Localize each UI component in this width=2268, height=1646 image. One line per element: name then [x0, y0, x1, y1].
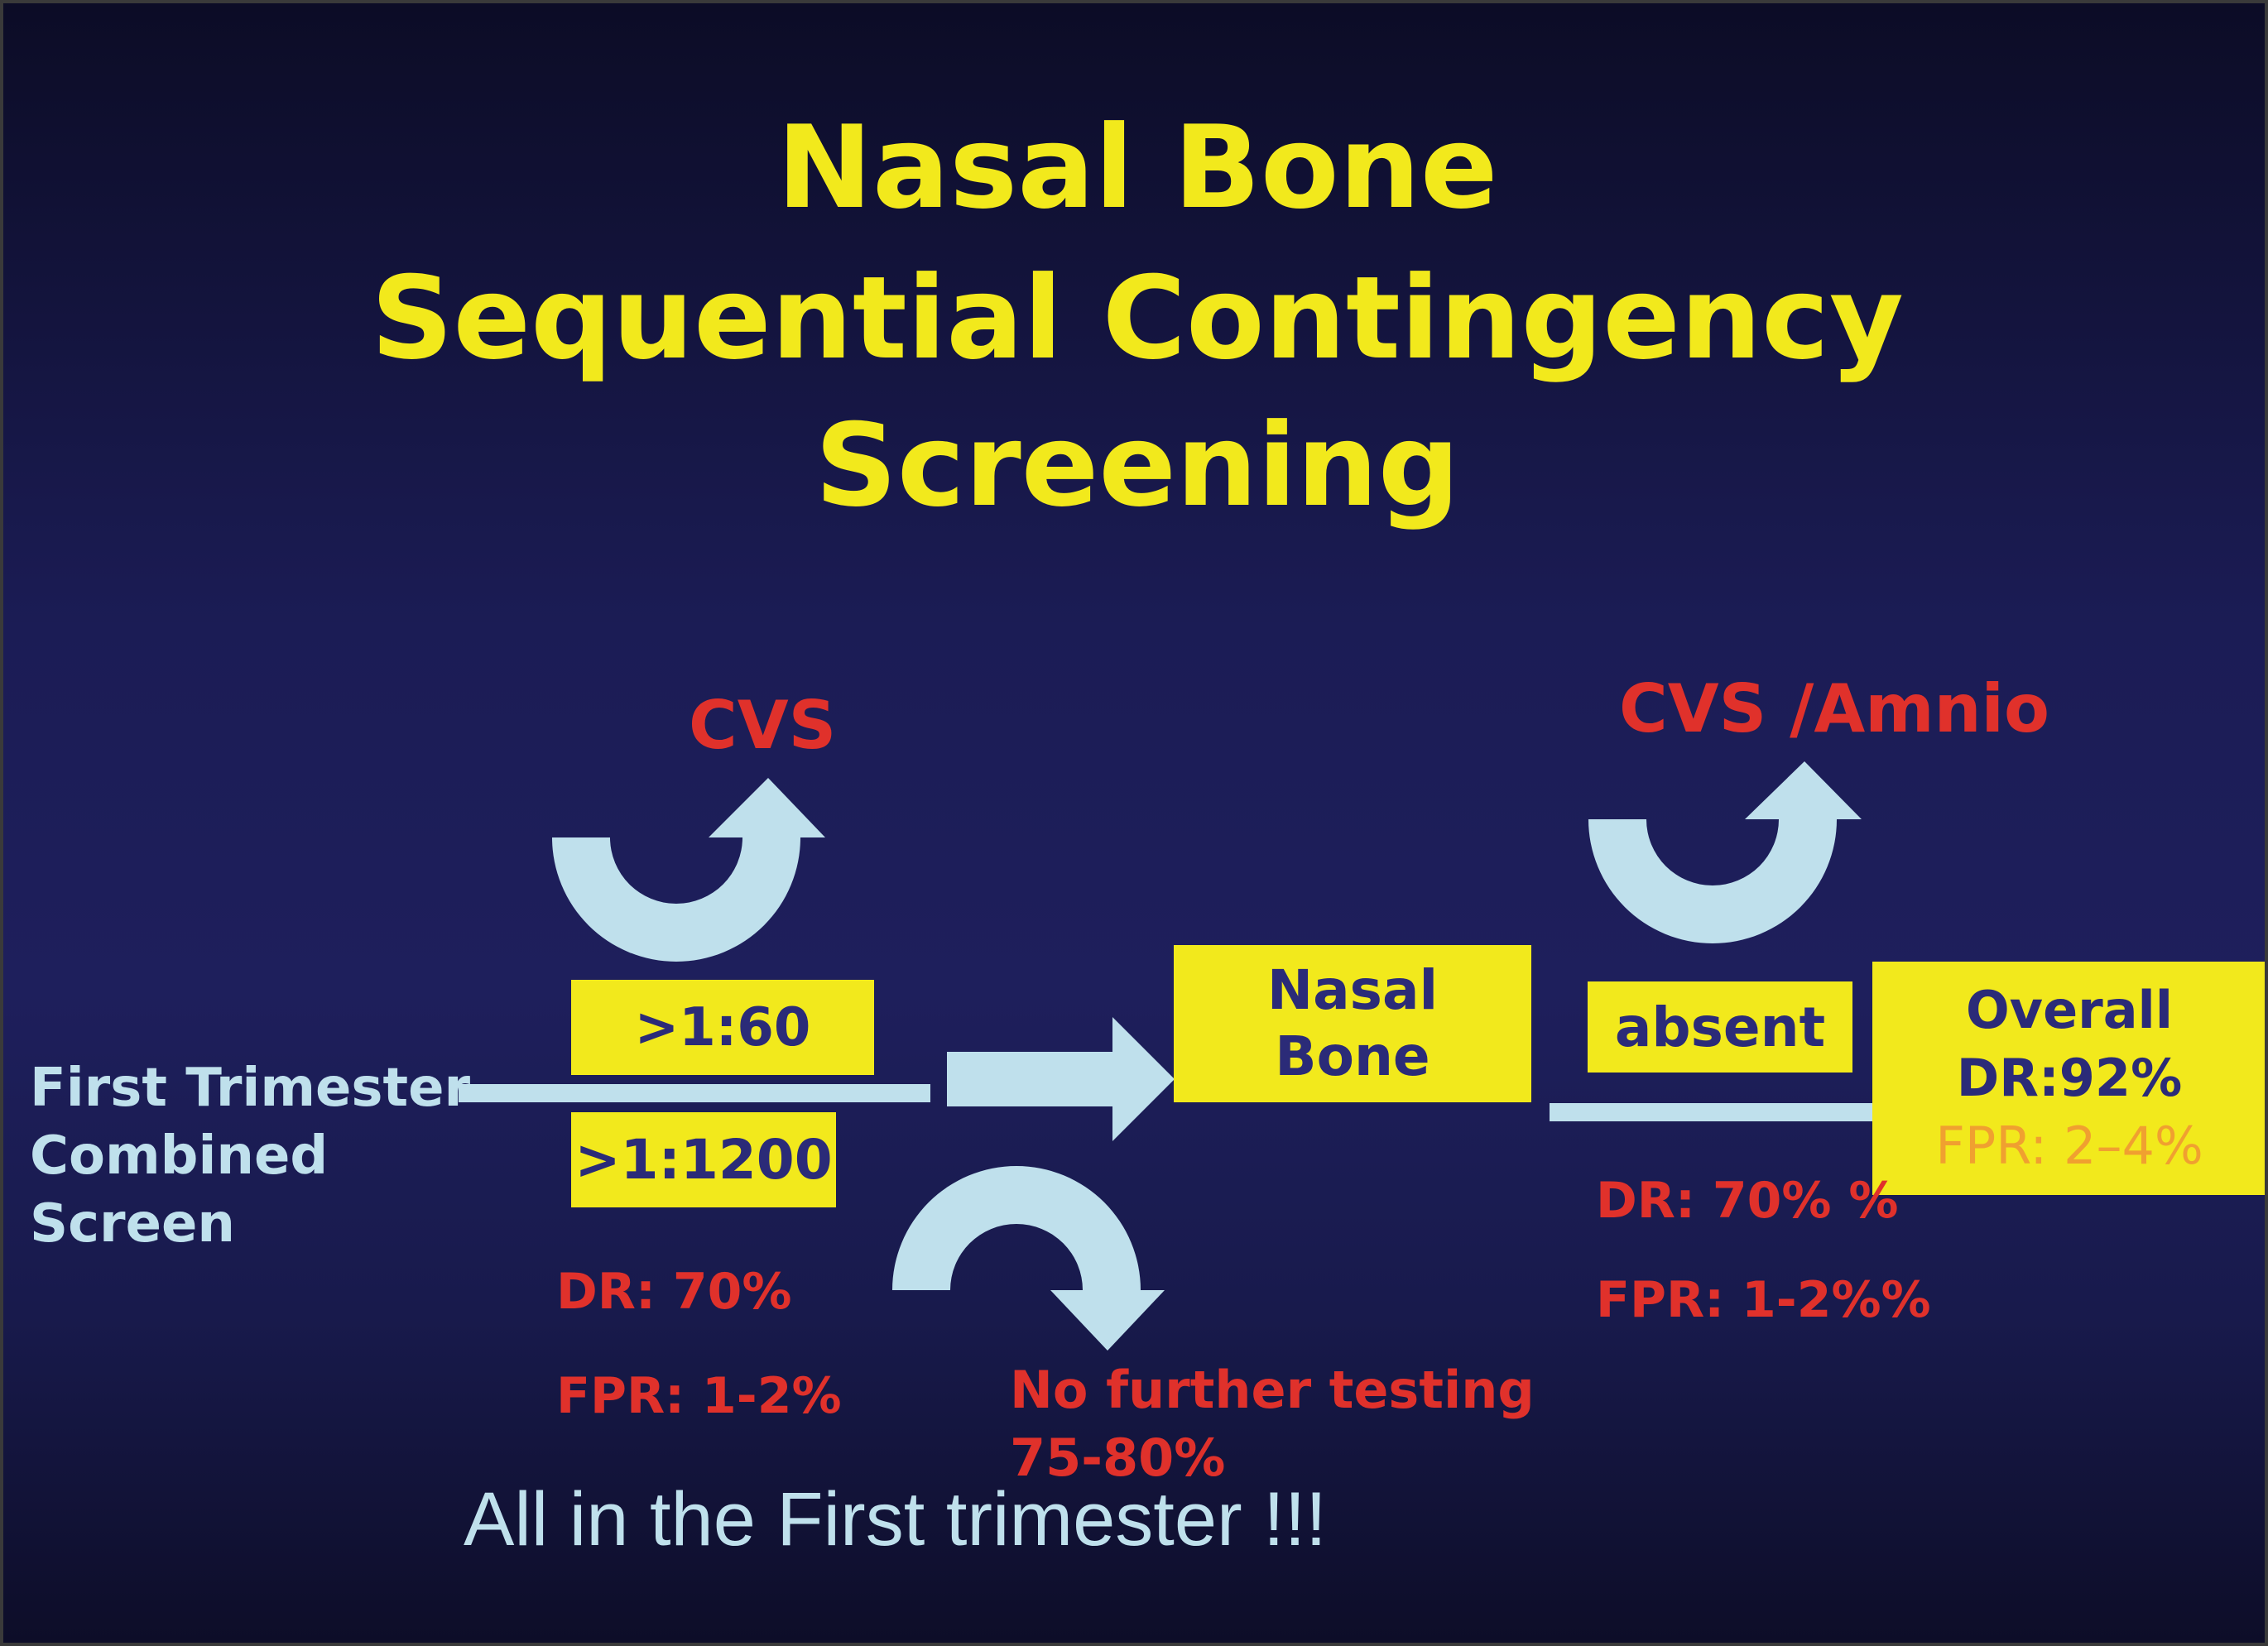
first-stage-fpr: FPR: 1-2%: [556, 1367, 842, 1425]
nasal-bone-line-2: Bone: [1275, 1025, 1430, 1088]
start-label: First Trimester Combined Screen: [30, 1054, 470, 1258]
absent-box: absent: [1588, 981, 1852, 1073]
start-label-line-1: First Trimester: [30, 1058, 471, 1119]
second-stage-dr: DR: 70% %: [1596, 1172, 1899, 1230]
curved-arrow-up-2-icon: [1588, 761, 1862, 943]
second-stage-line: [1550, 1103, 1881, 1121]
first-stage-line: [459, 1084, 930, 1102]
start-label-line-3: Screen: [30, 1193, 235, 1255]
no-further-testing-text: No further testing: [1010, 1360, 1535, 1420]
title-line-3: Screening: [814, 399, 1460, 532]
overall-box: Overall DR:92% FPR: 2–4%: [1872, 962, 2265, 1195]
nasal-bone-box: Nasal Bone: [1174, 945, 1531, 1102]
arrow-right-icon: [947, 1017, 1175, 1141]
overall-dr: DR:92%: [1956, 1048, 2183, 1108]
title-line-1: Nasal Bone: [776, 101, 1498, 234]
second-stage-fpr: FPR: 1-2%%: [1596, 1271, 1931, 1329]
curved-arrow-down-icon: [892, 1166, 1165, 1351]
overall-fpr: FPR: 2–4%: [1935, 1116, 2203, 1176]
title-line-2: Sequential Contingency: [371, 252, 1904, 385]
no-further-testing-label: No further testing 75-80%: [1010, 1356, 1535, 1492]
first-stage-dr: DR: 70%: [556, 1263, 792, 1321]
footer-text: All in the First trimester !!!: [464, 1477, 1327, 1562]
no-further-testing-percent: 75-80%: [1010, 1428, 1226, 1488]
curved-arrow-up-icon: [552, 778, 825, 962]
start-label-line-2: Combined: [30, 1125, 329, 1187]
cvs-label: CVS: [689, 687, 837, 764]
cvs-amnio-label: CVS /Amnio: [1619, 670, 2049, 747]
low-risk-cutoff-box: >1:1200: [571, 1112, 836, 1207]
nasal-bone-line-1: Nasal: [1266, 958, 1439, 1022]
overall-label: Overall: [1965, 980, 2174, 1040]
high-risk-cutoff-box: >1:60: [571, 980, 874, 1075]
